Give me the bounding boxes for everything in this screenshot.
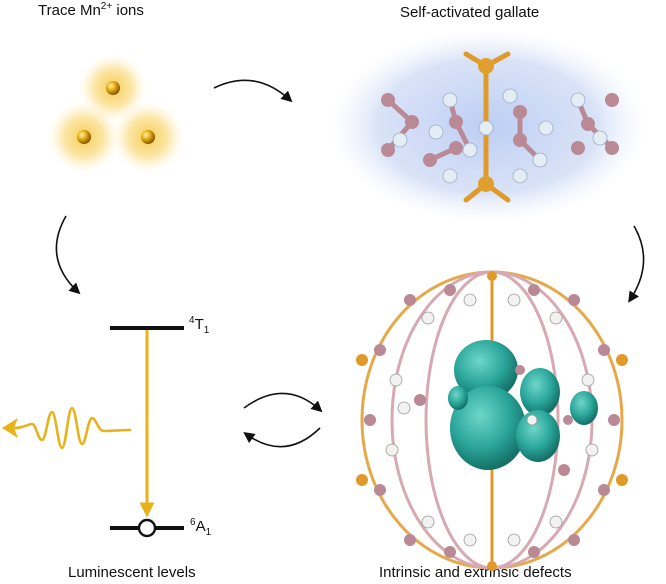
mn-ion-right (141, 130, 155, 144)
orbital-right-upper (520, 368, 560, 416)
orbital-right-lower (516, 410, 560, 462)
orbital-far-right (570, 391, 598, 425)
defect-structure (356, 271, 628, 571)
orbital-left-small (448, 386, 468, 410)
mn-ion-left (77, 130, 91, 144)
photon-wave (14, 408, 130, 448)
energy-levels (2, 328, 184, 536)
gallate-structure (330, 30, 646, 222)
arrow-mn-to-gallate (214, 80, 290, 100)
ga-site-top (478, 58, 494, 74)
mn-ions (48, 54, 184, 173)
arrow-defects-to-levels (246, 428, 320, 447)
ga-site-bottom (478, 176, 494, 192)
arrow-mn-to-levels (56, 216, 78, 292)
hole-circle (139, 520, 155, 536)
arrow-gallate-to-defects (630, 226, 644, 300)
mn-ion-top (106, 81, 120, 95)
arrow-levels-to-defects (244, 393, 320, 410)
